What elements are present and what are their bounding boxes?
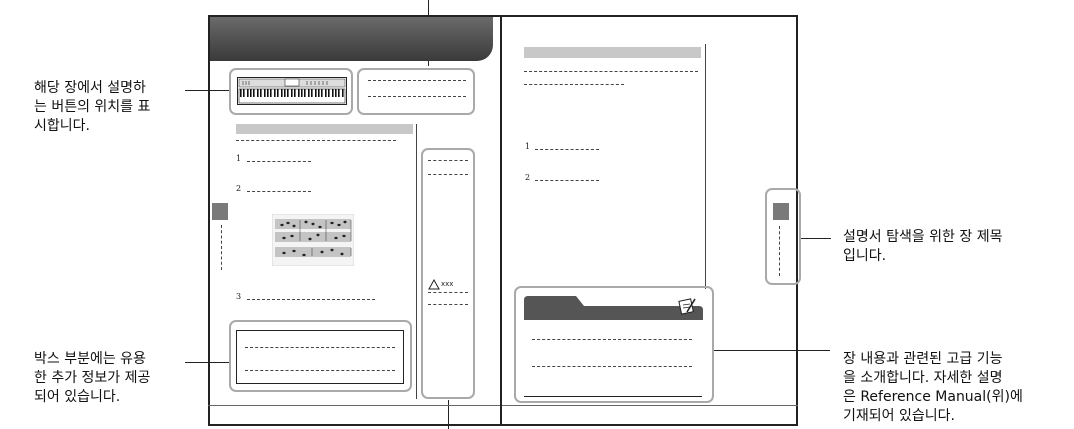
callout-advanced: 장 내용과 관련된 고급 기능 을 소개합니다. 자세한 설명 은 Refere…	[843, 350, 1068, 426]
left-column-divider	[416, 124, 417, 399]
sidebar-callout-box	[421, 148, 475, 399]
ref-text-line-2	[368, 96, 466, 97]
advanced-text-line-1	[532, 339, 692, 340]
info-text-line-1	[245, 347, 395, 348]
warning-triangle-icon	[428, 279, 440, 290]
callout-box-info: 박스 부분에는 유용 한 추가 정보가 제공 되어 있습니다.	[34, 350, 174, 407]
keyboard-icon	[237, 77, 347, 105]
right-step-2-number: 2	[525, 173, 530, 182]
sidebar-line-2	[428, 174, 468, 175]
right-step-1-number: 1	[525, 142, 530, 151]
left-chapter-tab	[212, 203, 228, 220]
sidebar-line-4	[428, 304, 468, 305]
left-step-2-number: 2	[236, 184, 241, 193]
memo-pencil-icon	[677, 296, 697, 316]
leader-chapter-title	[800, 238, 831, 239]
right-chapter-tab-text	[779, 226, 780, 276]
left-heading-dash	[236, 140, 396, 141]
left-step-3-number: 3	[236, 292, 241, 301]
advanced-bottom-rule	[524, 396, 702, 397]
sidebar-line-1	[428, 160, 468, 161]
right-step-2-text	[535, 180, 599, 181]
left-step-3-text	[247, 299, 375, 300]
ref-text-line-1	[368, 80, 466, 81]
info-box-frame	[236, 330, 404, 384]
right-footer-line	[502, 405, 798, 406]
left-step-1-number: 1	[236, 154, 241, 163]
right-heading-bar	[524, 47, 701, 58]
reference-callout-box	[357, 68, 475, 115]
right-heading-dash-1	[524, 71, 698, 72]
callout-chapter-title: 설명서 탐색을 위한 장 제목 입니다.	[843, 228, 1063, 266]
right-column-divider	[705, 44, 706, 289]
chapter-header-banner	[210, 17, 493, 61]
advanced-text-line-2	[532, 366, 692, 367]
score-icon	[272, 214, 354, 266]
spread-center-divider	[500, 15, 502, 426]
sidebar-line-3	[428, 292, 468, 293]
callout-button-location: 해당 장에서 설명하 는 버튼의 위치를 표 시합니다.	[34, 79, 174, 136]
right-heading-dash-2	[524, 84, 624, 85]
left-footer-line	[208, 405, 500, 406]
left-step-1-text	[247, 161, 311, 162]
info-text-line-2	[245, 370, 395, 371]
right-step-1-text	[535, 149, 599, 150]
left-heading-bar	[236, 124, 413, 134]
warning-label: xxx	[441, 280, 453, 288]
left-step-2-text	[247, 191, 311, 192]
right-chapter-tab	[773, 203, 789, 220]
left-chapter-tab-text	[221, 225, 222, 270]
